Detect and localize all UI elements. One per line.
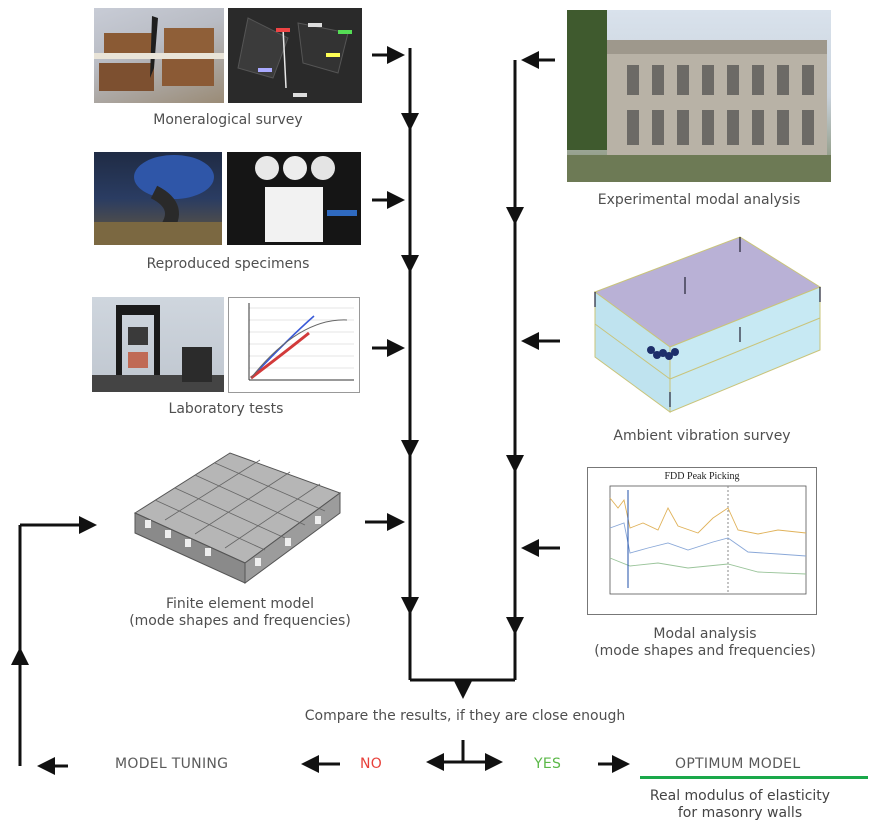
specimens-photo-cubes [227,152,361,245]
optimum-underline [640,776,868,779]
caption-ambient-vibration-survey: Ambient vibration survey [613,428,791,444]
palace-photo [567,10,831,182]
laboratory-stress-strain-chart [228,297,360,393]
caption-modal-line2: (mode shapes and frequencies) [594,643,816,659]
ambient-vibration-sensor-layout [585,222,830,417]
caption-fem-line1: Finite element model [165,596,314,612]
compare-results-label: Compare the results, if they are close e… [304,708,626,724]
mineralogical-photo-micro [228,8,362,103]
model-tuning-label: MODEL TUNING [115,756,229,772]
caption-modal-line1: Modal analysis [653,626,757,642]
real-modulus-line2: for masonry walls [677,805,803,821]
real-modulus-line1: Real modulus of elasticity [649,788,831,804]
specimens-photo-hand [94,152,222,245]
real-modulus-caption: Real modulus of elasticity for masonry w… [620,788,860,822]
caption-finite-element-model: Finite element model (mode shapes and fr… [90,596,390,630]
optimum-model-label: OPTIMUM MODEL [675,756,801,772]
caption-mineralogical-survey: Moneralogical survey [153,112,303,128]
caption-fem-line2: (mode shapes and frequencies) [129,613,351,629]
no-label: NO [360,756,383,772]
yes-label: YES [534,756,562,772]
caption-modal-analysis: Modal analysis (mode shapes and frequenc… [560,626,850,660]
caption-experimental-modal-analysis: Experimental modal analysis [597,192,801,208]
finite-element-model-image [125,438,355,586]
laboratory-photo-machine [92,297,224,392]
caption-reproduced-specimens: Reproduced specimens [146,256,310,272]
mineralogical-photo-brick [94,8,224,103]
fdd-chart-title: FDD Peak Picking [664,471,740,482]
caption-laboratory-tests: Laboratory tests [168,401,284,417]
fdd-peak-picking-chart: FDD Peak Picking [587,467,817,615]
